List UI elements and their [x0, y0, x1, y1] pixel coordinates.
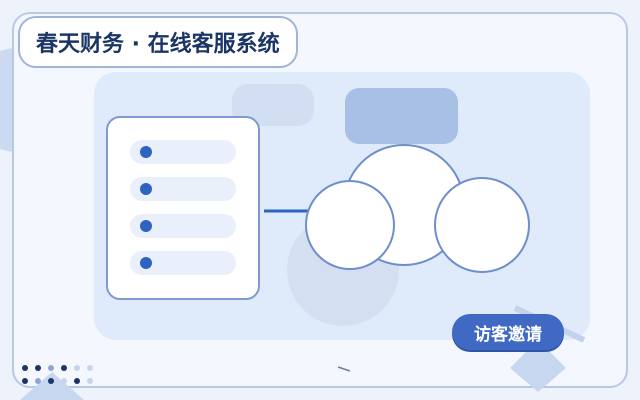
faint-block-decoration [232, 84, 314, 126]
list-card [106, 116, 260, 300]
cloud-icon [305, 144, 530, 273]
visitor-invite-button[interactable]: 访客邀请 [452, 314, 564, 350]
list-item[interactable] [130, 177, 236, 201]
bullet-dot-icon [140, 220, 152, 232]
triangle-decoration [20, 372, 84, 400]
diamond-decoration [510, 340, 566, 392]
bullet-dot-icon [140, 257, 152, 269]
list-item[interactable] [130, 140, 236, 164]
bullet-dot-icon [140, 183, 152, 195]
small-dash-decoration [337, 366, 351, 372]
page-title: 春天财务 · 在线客服系统 [18, 16, 298, 68]
tag-block-decoration [345, 88, 458, 144]
dot-grid-decoration [22, 365, 93, 384]
list-item[interactable] [130, 214, 236, 238]
list-item[interactable] [130, 251, 236, 275]
bullet-dot-icon [140, 146, 152, 158]
